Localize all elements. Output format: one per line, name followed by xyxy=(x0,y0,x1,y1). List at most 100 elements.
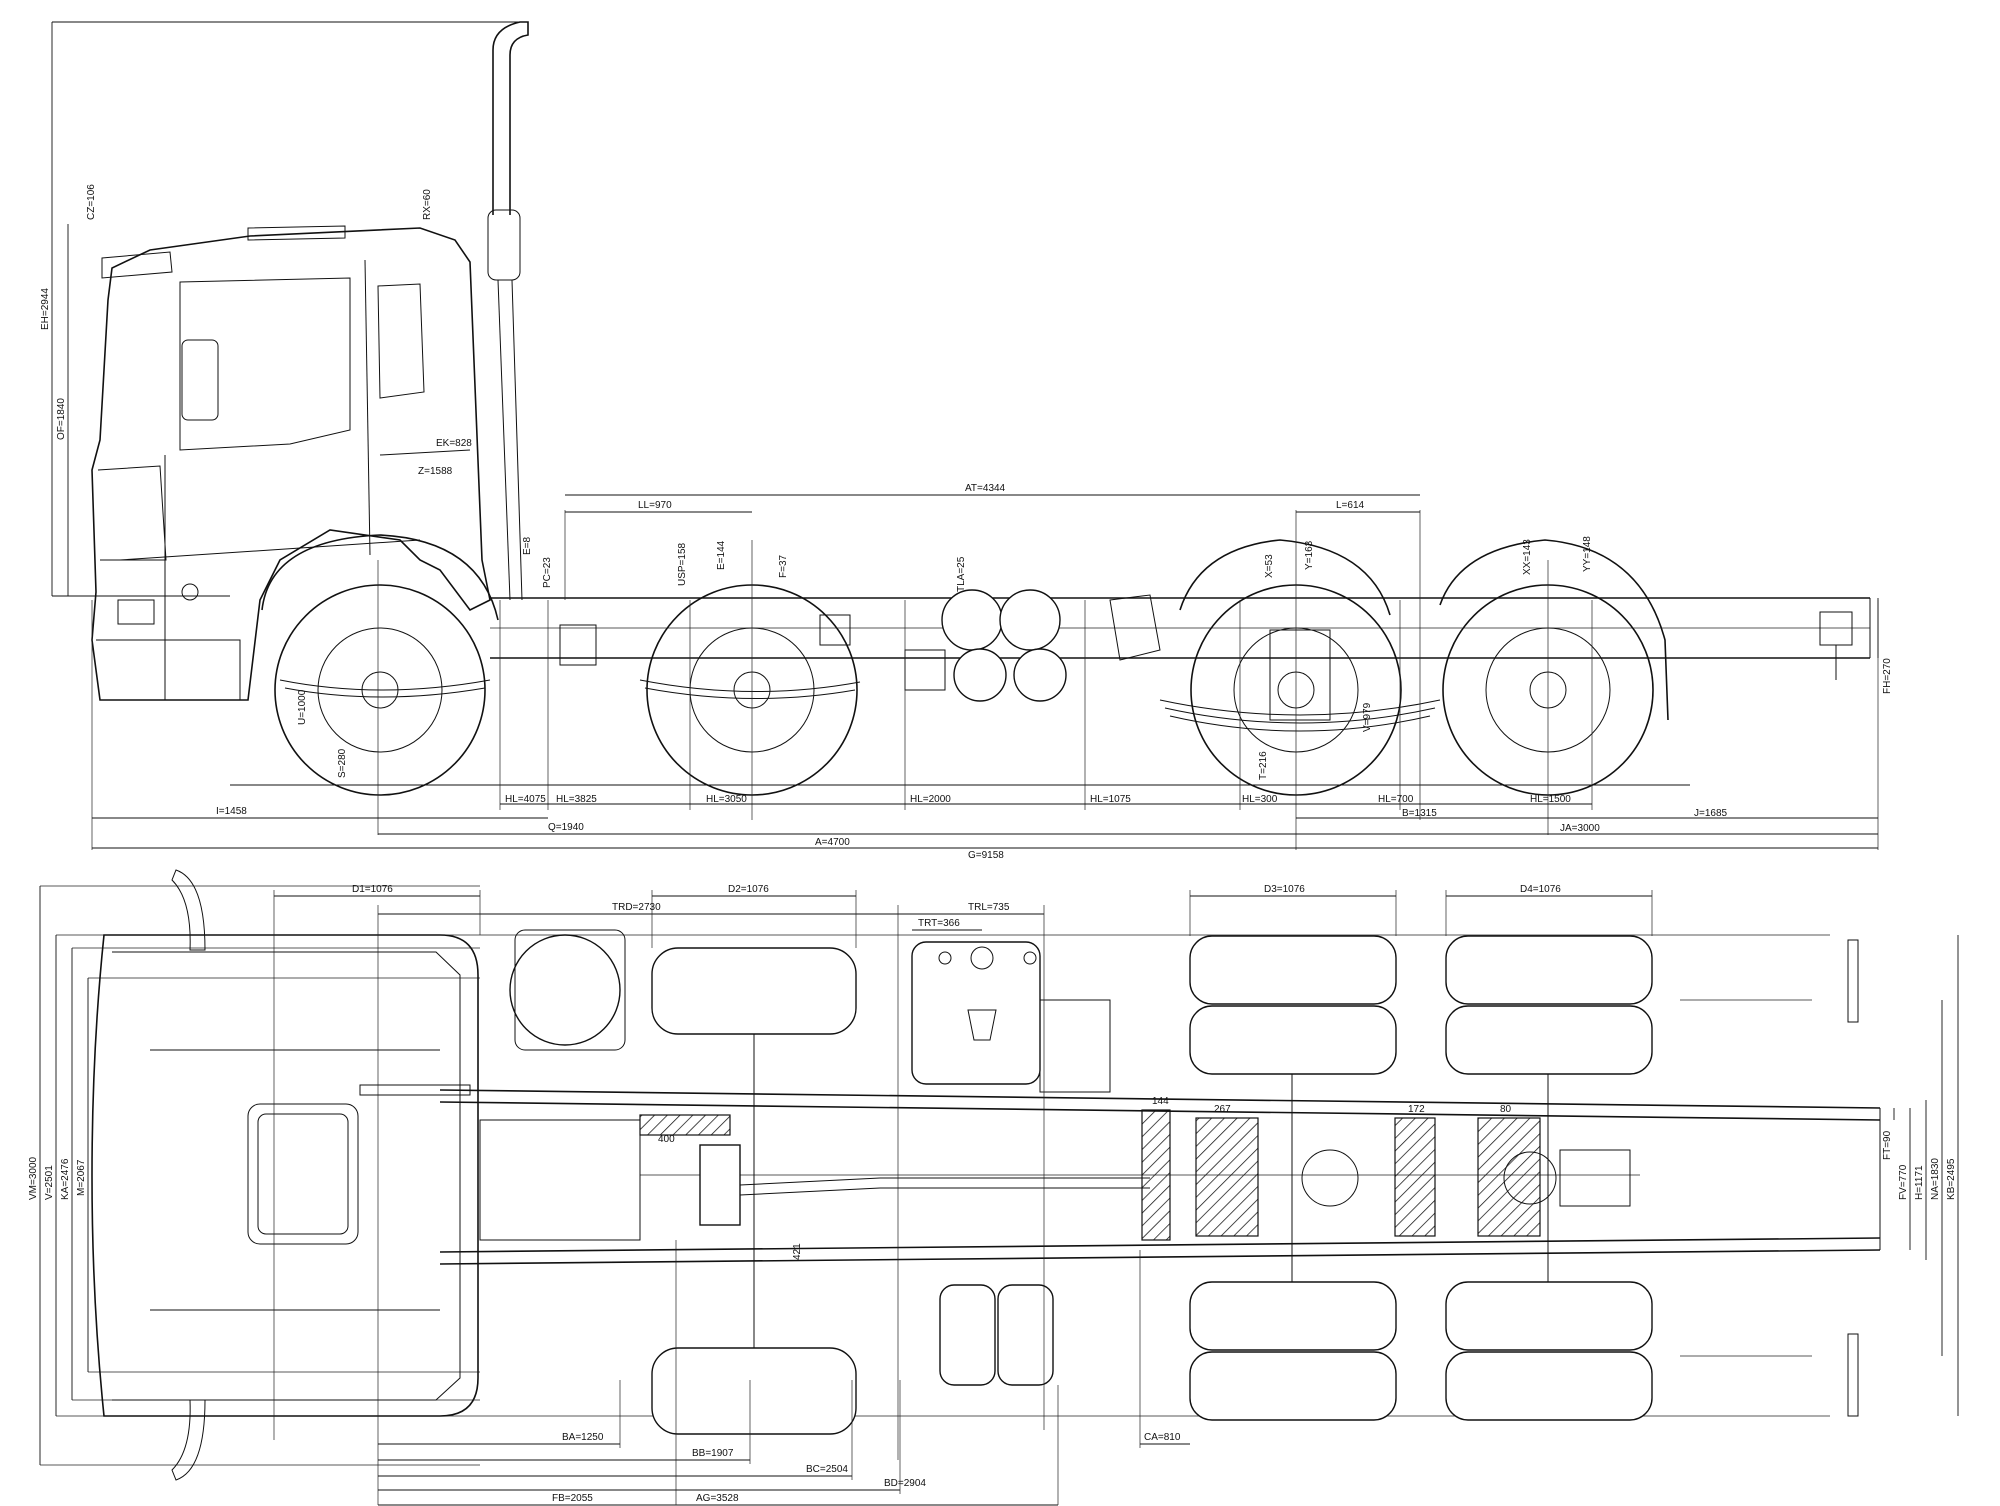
rear-arch-1 xyxy=(1179,539,1391,616)
leaf-springs xyxy=(279,679,1441,732)
side-frame-rail xyxy=(490,597,1871,659)
dim-NA: NA=1830 xyxy=(1930,1158,1941,1200)
door-rear-edge xyxy=(364,259,371,556)
dim-KA: KA=2476 xyxy=(60,1158,71,1200)
note-267: 267 xyxy=(1214,1104,1231,1115)
dim-Q: Q=1940 xyxy=(548,822,584,833)
dim-HL3825: HL=3825 xyxy=(556,794,597,805)
dim-M: M=2067 xyxy=(76,1159,87,1196)
dim-D4: D4=1076 xyxy=(1520,884,1561,895)
door-window xyxy=(179,277,351,451)
dim-V: V=979 xyxy=(1362,702,1373,732)
air-filter xyxy=(509,934,621,1046)
rear-window xyxy=(377,283,425,399)
headlamp xyxy=(117,599,155,625)
dim-YY: YY=148 xyxy=(1582,536,1593,572)
rear-lamp-top xyxy=(1847,939,1859,1023)
mirror xyxy=(181,339,219,421)
dim-TRL: TRL=735 xyxy=(968,902,1010,913)
dim-L: L=614 xyxy=(1336,500,1365,511)
roof-hatch xyxy=(247,1103,359,1245)
dim-HL1075: HL=1075 xyxy=(1090,794,1131,805)
dim-FB: FB=2055 xyxy=(552,1493,593,1504)
dim-HL2000: HL=2000 xyxy=(910,794,951,805)
side-labels: I=1458 Q=1940 A=4700 G=9158 HL=4075 HL=3… xyxy=(40,184,1893,861)
dim-E: E=144 xyxy=(716,540,727,570)
dim-TRD: TRD=2730 xyxy=(612,902,661,913)
side-view: I=1458 Q=1940 A=4700 G=9158 HL=4075 HL=3… xyxy=(40,21,1893,861)
fuel-tank-top xyxy=(911,941,1111,1093)
dim-FH: FH=270 xyxy=(1882,658,1893,694)
rear-arch-2 xyxy=(1439,539,1669,721)
dim-BD: BD=2904 xyxy=(884,1478,926,1489)
rear-lamp xyxy=(1819,611,1853,646)
dim-X: X=53 xyxy=(1264,554,1275,578)
cab-marker-light xyxy=(101,251,173,279)
bumper xyxy=(96,639,241,700)
roof-spoiler xyxy=(247,225,346,241)
top-frame-rails xyxy=(439,1089,1881,1265)
top-lower-dims: BA=1250 BB=1907 BC=2504 BD=2904 FB=2055 … xyxy=(378,1240,1190,1506)
top-upper-dims: D1=1076 D2=1076 D3=1076 D4=1076 TRD=2730… xyxy=(273,884,1653,1505)
dim-F: F=37 xyxy=(778,554,789,578)
exhaust-stack xyxy=(487,21,529,601)
dim-LL: LL=970 xyxy=(638,500,672,511)
dim-XX: XX=143 xyxy=(1522,539,1533,575)
side-extension-lines xyxy=(91,510,1879,850)
cab-side-line xyxy=(379,449,471,456)
small-annotations: 400 421 144 267 172 80 xyxy=(658,1096,1512,1260)
dim-EH: EH=2944 xyxy=(40,288,51,330)
rear-lamp-bottom xyxy=(1847,1333,1859,1417)
mirror-top-left xyxy=(171,869,206,951)
top-left-dims: VM=3000 V=2501 KA=2476 M=2067 xyxy=(28,886,89,1465)
side-components xyxy=(559,589,1853,721)
dim-Z: Z=1588 xyxy=(418,466,453,477)
cab-beltline xyxy=(119,539,421,561)
dim-Y: Y=163 xyxy=(1304,540,1315,570)
dim-HL4075: HL=4075 xyxy=(505,794,546,805)
dim-E2: E=8 xyxy=(522,536,533,555)
dim-HL700: HL=700 xyxy=(1378,794,1414,805)
engine-area xyxy=(479,929,1150,1241)
dim-OF: OF=1840 xyxy=(56,398,67,440)
cab-top xyxy=(91,869,479,1481)
dim-V2: V=2501 xyxy=(44,1165,55,1200)
dim-HL1500: HL=1500 xyxy=(1530,794,1571,805)
dim-CZ: CZ=106 xyxy=(86,184,97,220)
dim-USP: USP=158 xyxy=(677,542,688,586)
dim-FT: FT=90 xyxy=(1882,1130,1893,1160)
rear-tyres-top xyxy=(1189,935,1653,1421)
differential-1 xyxy=(1301,1149,1359,1207)
dim-RX: RX=60 xyxy=(422,189,433,220)
dim-TLA: TLA=25 xyxy=(956,556,967,592)
note-421: 421 xyxy=(792,1243,803,1260)
dim-HL300: HL=300 xyxy=(1242,794,1278,805)
top-view: VM=3000 V=2501 KA=2476 M=2067 xyxy=(28,869,1959,1506)
top-right-dims: FT=90 FV=770 H=1171 NA=1830 KB=2495 xyxy=(1882,935,1959,1416)
dim-PC: PC=23 xyxy=(542,557,553,588)
dim-G: G=9158 xyxy=(968,850,1004,861)
dim-D3: D3=1076 xyxy=(1264,884,1305,895)
note-80: 80 xyxy=(1500,1104,1512,1115)
note-400: 400 xyxy=(658,1134,675,1145)
dim-HL3050: HL=3050 xyxy=(706,794,747,805)
differential-2 xyxy=(1503,1151,1557,1205)
dim-I: I=1458 xyxy=(216,806,247,817)
dim-VM: VM=3000 xyxy=(28,1156,39,1200)
dim-U: U=1000 xyxy=(297,689,308,725)
cab-side xyxy=(91,225,491,701)
side-dimension-lines xyxy=(51,21,1879,849)
dim-B: B=1315 xyxy=(1402,808,1437,819)
dim-AG: AG=3528 xyxy=(696,1493,739,1504)
dim-AT: AT=4344 xyxy=(965,483,1006,494)
dim-FV: FV=770 xyxy=(1898,1164,1909,1200)
dim-T: T=216 xyxy=(1258,751,1269,780)
dim-S: S=280 xyxy=(337,748,348,778)
dim-D1: D1=1076 xyxy=(352,884,393,895)
dim-H: H=1171 xyxy=(1914,1165,1925,1200)
dim-KB: KB=2495 xyxy=(1946,1158,1957,1200)
air-tanks-top xyxy=(939,1284,1054,1386)
dim-A: A=4700 xyxy=(815,837,850,848)
front-tyres-top xyxy=(651,947,857,1435)
